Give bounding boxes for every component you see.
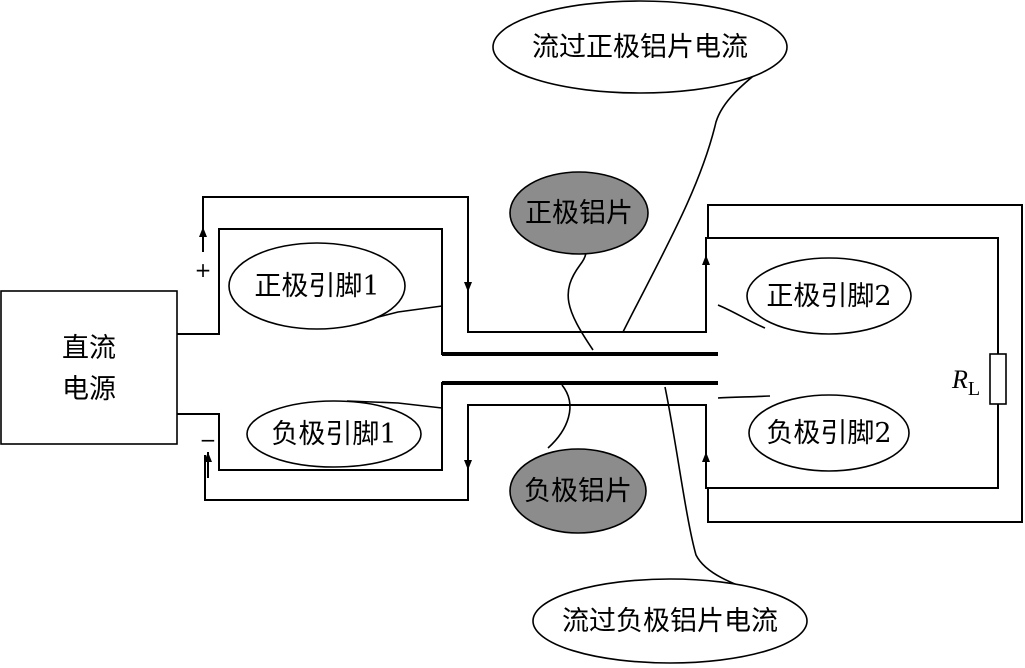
positive-current-path-outer (202, 196, 999, 354)
positive-pin-1-label: 正极引脚1 (254, 271, 379, 302)
leader-positive-foil (567, 239, 594, 351)
negative-pin-2-label: 负极引脚2 (766, 418, 891, 449)
negative-foil-callout: 负极铝片 (509, 448, 647, 534)
current-positive-foil-callout: 流过正极铝片电流 (492, 0, 788, 94)
leader-negative-pin-1 (346, 400, 443, 409)
current-negative-foil-label: 流过负极铝片电流 (562, 606, 778, 637)
power-supply-label-line1: 直流 (62, 333, 116, 364)
negative-pin-1-ellipse (246, 400, 422, 468)
leader-current-positive-foil (622, 57, 776, 333)
positive-foil-ellipse (509, 171, 649, 255)
leader-positive-pin-2 (717, 304, 766, 329)
negative-pin-2-callout: 负极引脚2 (748, 394, 910, 472)
negative-foil-ellipse (509, 448, 647, 534)
positive-pin-2-callout: 正极引脚2 (746, 257, 912, 335)
load-resistor (989, 353, 1007, 405)
positive-foil-callout: 正极铝片 (509, 171, 649, 255)
negative-pin-2-ellipse (748, 394, 910, 472)
load-resistor-label: RL (951, 365, 980, 400)
negative-foil-label: 负极铝片 (524, 476, 632, 507)
leader-negative-pin-2 (717, 395, 771, 399)
current-positive-foil-label: 流过正极铝片电流 (532, 32, 748, 63)
current-positive-foil-ellipse (492, 0, 788, 94)
minus-terminal-sign: − (200, 428, 217, 452)
positive-pin-2-label: 正极引脚2 (766, 281, 891, 312)
positive-pin-1-ellipse (228, 242, 406, 330)
plus-terminal-sign: + (195, 258, 212, 282)
leader-negative-foil (547, 384, 571, 449)
load-resistor-subscript: L (968, 378, 980, 400)
positive-pin-2-ellipse (746, 257, 912, 335)
positive-foil-label: 正极铝片 (525, 198, 633, 229)
power-supply-box (0, 290, 178, 445)
negative-current-path-outer (204, 404, 999, 501)
positive-pin-1-callout: 正极引脚1 (228, 242, 406, 330)
load-resistor-symbol: R (951, 365, 968, 394)
power-supply-label-line2: 电源 (62, 374, 116, 405)
negative-pin-1-label: 负极引脚1 (271, 419, 396, 450)
current-negative-foil-callout: 流过负极铝片电流 (532, 578, 808, 664)
negative-pin-1-callout: 负极引脚1 (246, 400, 422, 468)
dc-power-supply: 直流 电源 (0, 290, 178, 445)
outer-load-loop (707, 204, 1023, 523)
current-negative-foil-ellipse (532, 578, 808, 664)
